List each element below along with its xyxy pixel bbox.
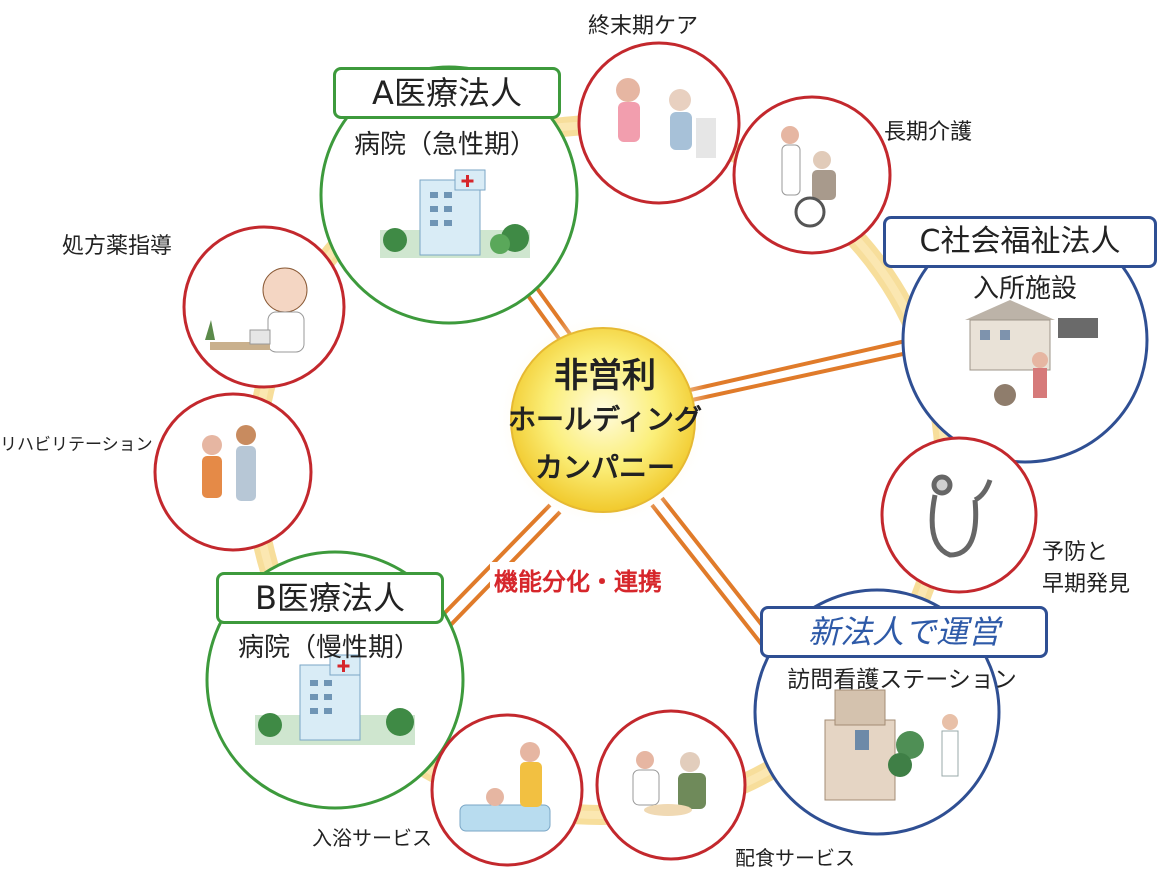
visiting-nurse-icon xyxy=(824,689,959,801)
hospital-building-icon xyxy=(255,654,415,745)
meal-service-icon xyxy=(632,751,706,816)
org-new-title: 新法人で運営 xyxy=(760,606,1048,658)
label-rehabilitation: リハビリテーション xyxy=(0,435,153,455)
stethoscope-icon xyxy=(929,474,993,558)
holding-line-1: 非営利 xyxy=(554,356,656,396)
holding-line-3: カンパニー xyxy=(534,451,675,484)
org-new-subtitle: 訪問看護ステーション xyxy=(787,667,1017,693)
holding-line-2: ホールディング xyxy=(507,403,703,436)
label-prevention-2: 早期発見 xyxy=(1042,572,1131,597)
org-b-subtitle: 病院（慢性期） xyxy=(237,633,420,663)
connector-c xyxy=(689,338,913,402)
org-c-subtitle: 入所施設 xyxy=(972,274,1077,304)
meal-service-circle xyxy=(595,709,747,861)
label-prevention-1: 予防と xyxy=(1042,540,1109,565)
rehab-circle xyxy=(153,392,313,552)
bath-service-circle xyxy=(430,713,584,867)
holding-company-circle xyxy=(510,327,696,513)
pharmacist-icon xyxy=(205,267,308,353)
label-longterm-care: 長期介護 xyxy=(884,120,973,145)
label-meal-service: 配食サービス xyxy=(735,846,855,870)
link-caption: 機能分化・連携 xyxy=(490,562,666,597)
rehabilitation-icon xyxy=(202,425,256,501)
wheelchair-care-icon xyxy=(781,126,836,228)
prevention-circle xyxy=(880,436,1038,594)
label-terminal-care: 終末期ケア xyxy=(588,14,699,39)
caregiver-elder-icon xyxy=(616,78,716,158)
care-facility-icon xyxy=(965,300,1098,406)
org-b-title: B医療法人 xyxy=(216,572,444,624)
bath-service-icon xyxy=(459,742,551,832)
pharma-circle xyxy=(182,225,346,389)
label-bath-service: 入浴サービス xyxy=(312,826,432,850)
label-pharma: 処方薬指導 xyxy=(62,234,173,259)
org-a-subtitle: 病院（急性期） xyxy=(353,130,536,160)
hospital-building-icon xyxy=(380,169,530,258)
org-c-title: C社会福祉法人 xyxy=(883,216,1157,268)
org-a-title: A医療法人 xyxy=(333,67,561,119)
